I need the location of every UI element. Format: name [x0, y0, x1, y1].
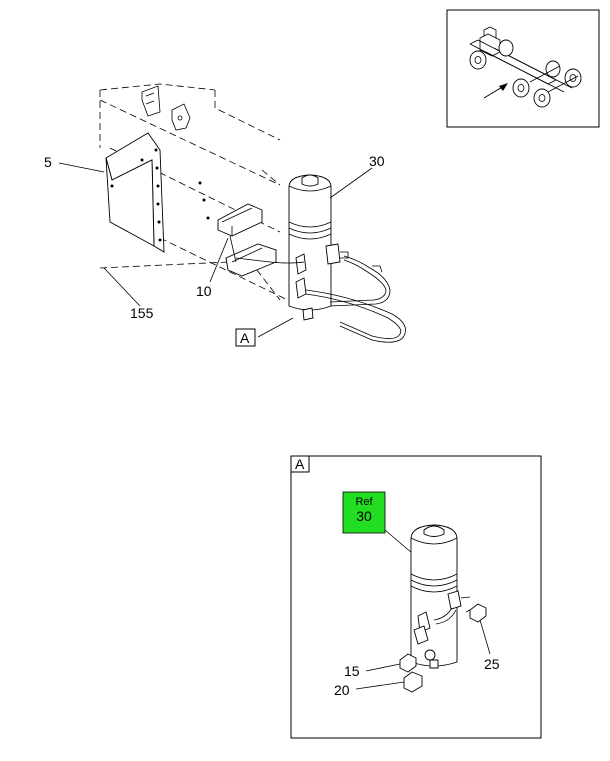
callout-25: 25: [484, 656, 500, 672]
truck-chassis-thumbnail: [469, 26, 582, 108]
ref-30-box[interactable]: [342, 491, 386, 534]
detail-view-a: A Ref 30: [290, 455, 542, 739]
ref-label: Ref: [355, 496, 373, 508]
refrigerant-hoses: [235, 255, 406, 343]
callout-leaders: [58, 162, 373, 338]
detail-frame-tag: [290, 455, 310, 473]
callout-10: 10: [196, 283, 212, 299]
locator-frame: [446, 9, 600, 128]
detail-frame-label: A: [295, 456, 305, 472]
mounting-plate-5: [105, 132, 210, 253]
detail-receiver-dryer: [399, 524, 487, 693]
callout-15: 15: [344, 663, 360, 679]
receiver-dryer-30: [288, 174, 349, 321]
callout-20: 20: [334, 682, 350, 698]
bracket-straps-10: [217, 203, 277, 277]
locator-inset: [446, 9, 600, 128]
callout-5: 5: [44, 154, 52, 170]
ref-number: 30: [356, 508, 372, 524]
view-marker-a[interactable]: A: [235, 328, 256, 347]
view-marker-label: A: [240, 330, 250, 346]
main-assembly: 5 30 10 155 A: [44, 83, 406, 347]
callout-155: 155: [130, 305, 154, 321]
callout-30: 30: [369, 153, 385, 169]
